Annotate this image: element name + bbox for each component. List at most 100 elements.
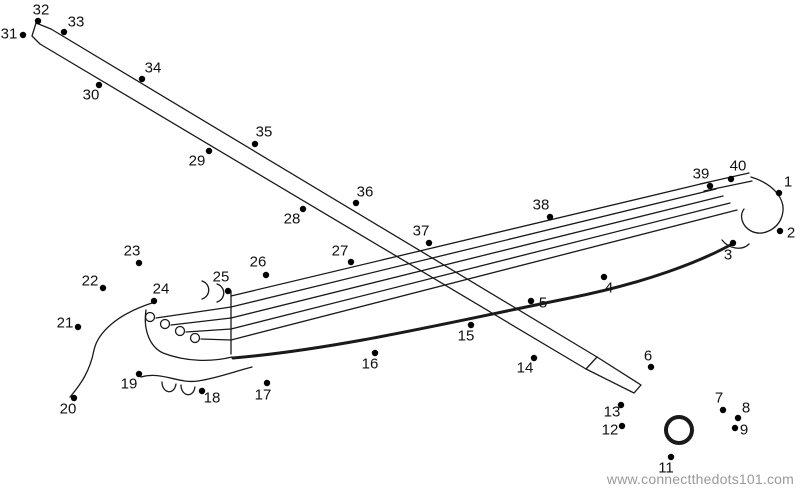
- dot-32[interactable]: [34, 17, 42, 25]
- dot-label-28: 28: [284, 211, 301, 228]
- dot-28[interactable]: [299, 205, 307, 213]
- string-2: [230, 188, 717, 308]
- dot-19[interactable]: [135, 370, 143, 378]
- dot-label-38: 38: [533, 197, 550, 214]
- fine-tuner-2: [159, 318, 171, 330]
- dot-33[interactable]: [60, 28, 68, 36]
- dot-35[interactable]: [251, 140, 259, 148]
- dot-label-20: 20: [60, 401, 77, 418]
- dot-5[interactable]: [527, 297, 535, 305]
- chinrest-circle: [664, 415, 694, 445]
- bow-head: [31, 22, 52, 45]
- dot-label-26: 26: [250, 254, 267, 271]
- dot-label-8: 8: [742, 400, 750, 417]
- dot-14[interactable]: [530, 354, 538, 362]
- dot-label-3: 3: [724, 247, 732, 264]
- string-3: [230, 195, 724, 319]
- dot-12[interactable]: [618, 422, 626, 430]
- dot-6[interactable]: [647, 363, 655, 371]
- string-5: [230, 209, 738, 341]
- dot-label-35: 35: [256, 124, 273, 141]
- dot-3[interactable]: [729, 239, 737, 247]
- dot-37[interactable]: [425, 239, 433, 247]
- dot-4[interactable]: [600, 273, 608, 281]
- pegbox-line-2: [703, 180, 753, 192]
- dot-38[interactable]: [546, 213, 554, 221]
- dot-36[interactable]: [352, 199, 360, 207]
- dot-label-19: 19: [121, 376, 138, 393]
- string-1: [230, 181, 710, 297]
- fine-tuner-4: [189, 332, 201, 344]
- dot-label-13: 13: [604, 404, 621, 421]
- dot-30[interactable]: [95, 81, 103, 89]
- dot-label-37: 37: [413, 223, 430, 240]
- dot-27[interactable]: [347, 258, 355, 266]
- dot-label-33: 33: [68, 14, 85, 31]
- dot-label-12: 12: [602, 422, 619, 439]
- dot-13[interactable]: [617, 401, 625, 409]
- dot-label-1: 1: [784, 174, 792, 191]
- dot-label-5: 5: [539, 295, 547, 312]
- dot-2[interactable]: [776, 227, 784, 235]
- pegbox-line-1: [699, 172, 750, 185]
- dot-label-9: 9: [740, 422, 748, 439]
- scroll-hook: [721, 239, 750, 249]
- dot-25[interactable]: [224, 287, 232, 295]
- dot-label-25: 25: [213, 269, 230, 286]
- dot-29[interactable]: [205, 147, 213, 155]
- body-left-outline: [69, 302, 153, 398]
- dot-1[interactable]: [775, 189, 783, 197]
- dot-label-4: 4: [605, 280, 613, 297]
- bow-stick-upper-line: [50, 28, 598, 358]
- dot-label-15: 15: [458, 328, 475, 345]
- dot-15[interactable]: [467, 321, 475, 329]
- tail-string-2: [170, 317, 232, 326]
- dot-label-30: 30: [83, 87, 100, 104]
- dot-9[interactable]: [731, 424, 739, 432]
- bow-tip: [585, 356, 642, 394]
- dot-label-14: 14: [517, 360, 534, 377]
- dot-label-16: 16: [362, 356, 379, 373]
- dot-label-36: 36: [357, 184, 374, 201]
- dot-18[interactable]: [198, 387, 206, 395]
- dot-label-39: 39: [693, 166, 710, 183]
- dot-label-7: 7: [715, 390, 723, 407]
- tail-string-1: [155, 306, 232, 319]
- dot-label-31: 31: [1, 26, 18, 43]
- dot-label-29: 29: [189, 153, 206, 170]
- f-hole-lower-2: [180, 384, 196, 396]
- dot-label-6: 6: [644, 348, 652, 365]
- dot-label-40: 40: [730, 158, 747, 175]
- dot-40[interactable]: [727, 175, 735, 183]
- dot-20[interactable]: [70, 394, 78, 402]
- dot-label-17: 17: [255, 387, 272, 404]
- dot-label-32: 32: [33, 2, 50, 19]
- dot-21[interactable]: [74, 323, 82, 331]
- dot-7[interactable]: [719, 406, 727, 414]
- f-hole-lower-1: [161, 381, 177, 393]
- dot-24[interactable]: [150, 297, 158, 305]
- dot-34[interactable]: [138, 75, 146, 83]
- dot-31[interactable]: [19, 31, 27, 39]
- string-4: [230, 202, 731, 330]
- dot-label-22: 22: [82, 273, 99, 290]
- neck-lower-edge: [231, 241, 736, 360]
- dot-8[interactable]: [734, 414, 742, 422]
- dot-11[interactable]: [667, 453, 675, 461]
- dot-39[interactable]: [706, 182, 714, 190]
- body-bottom-outline: [140, 366, 253, 383]
- tailpiece-outline: [144, 309, 233, 362]
- dot-26[interactable]: [262, 271, 270, 279]
- f-hole-upper-1: [201, 280, 210, 300]
- dot-label-18: 18: [204, 390, 221, 407]
- dot-16[interactable]: [371, 349, 379, 357]
- dot-label-34: 34: [145, 60, 162, 77]
- dot-label-23: 23: [124, 243, 141, 260]
- dot-22[interactable]: [99, 284, 107, 292]
- tail-string-4: [200, 338, 232, 341]
- dot-23[interactable]: [135, 259, 143, 267]
- dot-17[interactable]: [263, 379, 271, 387]
